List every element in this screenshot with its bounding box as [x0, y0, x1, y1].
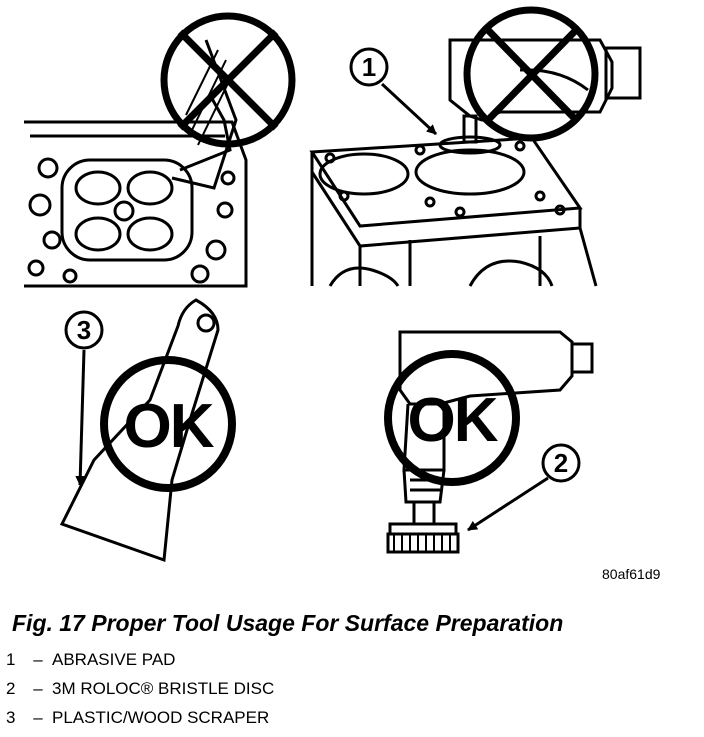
svg-text:3: 3: [77, 315, 91, 345]
panel-top-left-cylinder-head: [24, 39, 248, 288]
legend-item-dash: –: [33, 650, 43, 669]
tool-usage-illustration: 1 OK 3 OK 2: [24, 6, 642, 563]
legend-item-dash: –: [33, 679, 43, 698]
svg-text:2: 2: [554, 448, 568, 478]
legend-item: 3–PLASTIC/WOOD SCRAPER: [6, 708, 274, 737]
legend-item-number: 2: [6, 679, 16, 698]
legend-item-label: ABRASIVE PAD: [52, 650, 176, 669]
prohibited-x-icon: [160, 12, 296, 148]
svg-text:OK: OK: [408, 386, 499, 455]
legend-item-number: 1: [6, 650, 16, 669]
legend-item-label: 3M ROLOC® BRISTLE DISC: [52, 679, 275, 698]
callout-3: 3: [64, 310, 104, 486]
legend-item-label: PLASTIC/WOOD SCRAPER: [52, 708, 270, 727]
callout-2: 2: [467, 443, 581, 532]
legend-item-number: 3: [6, 708, 16, 727]
legend-item-dash: –: [33, 708, 43, 727]
prohibited-x-icon: [463, 6, 599, 142]
figure-reference-code: 80af61d9: [602, 566, 661, 582]
panel-top-right-gasket-surface: [309, 38, 642, 287]
panel-bottom-left-scraper: [59, 298, 220, 563]
ok-verdict-mark: OK: [100, 356, 236, 492]
svg-text:OK: OK: [124, 392, 215, 461]
figure-caption: Fig. 17 Proper Tool Usage For Surface Pr…: [12, 610, 564, 636]
legend: 1–ABRASIVE PAD 2–3M ROLOC® BRISTLE DISC …: [6, 650, 274, 737]
legend-item: 1–ABRASIVE PAD: [6, 650, 274, 679]
svg-text:1: 1: [362, 52, 376, 82]
ok-verdict-mark: OK: [384, 350, 520, 486]
legend-item: 2–3M ROLOC® BRISTLE DISC: [6, 679, 274, 708]
callout-1: 1: [349, 47, 438, 136]
